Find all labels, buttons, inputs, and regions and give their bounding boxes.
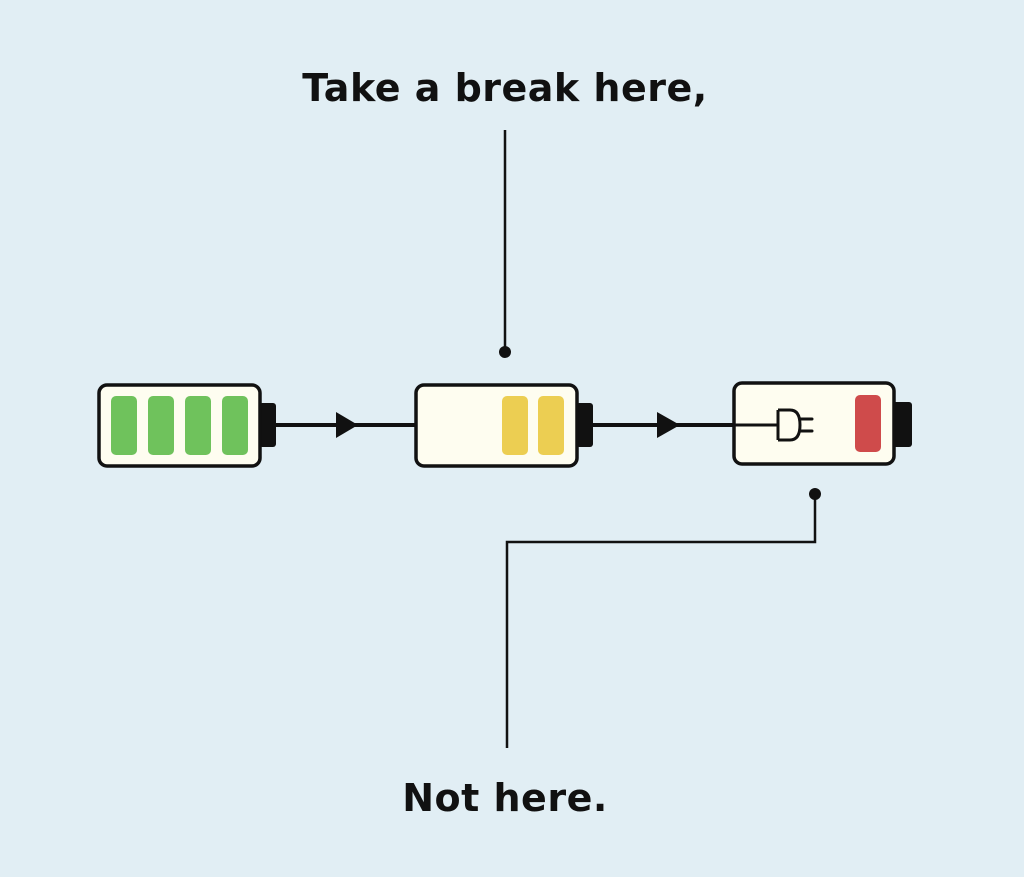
arrow-head-2	[657, 412, 680, 438]
callout-dot-bottom	[809, 488, 821, 500]
charge-bar	[185, 396, 211, 455]
battery-half	[414, 383, 593, 468]
charge-bar	[111, 396, 137, 455]
not-here-label: Not here.	[402, 776, 608, 820]
arrow-head-1	[336, 412, 358, 438]
charge-bar	[148, 396, 174, 455]
battery-full	[97, 383, 276, 468]
charge-bar	[222, 396, 248, 455]
callout-line-bottom	[505, 494, 817, 748]
battery-low	[732, 381, 912, 466]
charge-bar	[538, 396, 564, 455]
take-break-label: Take a break here,	[302, 66, 708, 110]
plug-icon	[772, 408, 814, 442]
charge-bar	[502, 396, 528, 455]
callout-dot-top	[499, 346, 511, 358]
charge-bar	[855, 395, 881, 452]
